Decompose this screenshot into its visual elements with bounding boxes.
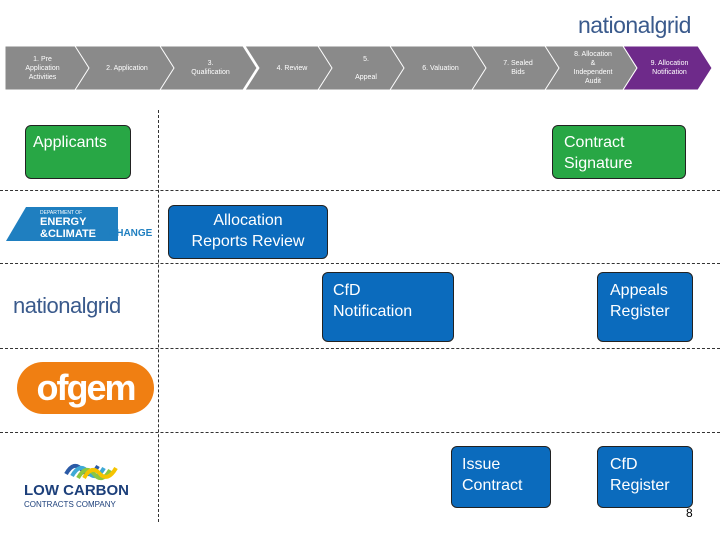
lccc-wave-icon	[64, 463, 118, 481]
allocation-reports-review-box: Allocation Reports Review	[168, 205, 328, 259]
lane-header-divider	[158, 110, 159, 522]
applicants-box: Applicants	[25, 125, 131, 179]
decc-line4: CHANGE	[109, 228, 153, 239]
process-step-label: 8. Allocation & Independent Audit	[573, 51, 613, 85]
process-step-label: 3. Qualification	[191, 60, 230, 76]
decc-logo: DEPARTMENT OF ENERGY &CLIMATE CHANGE	[6, 207, 154, 241]
process-step-chevron	[622, 45, 713, 91]
issue-contract-box: Issue Contract	[451, 446, 551, 508]
lccc-logo: LOW CARBON CONTRACTS COMPANY	[22, 452, 140, 512]
decc-line1: DEPARTMENT OF	[40, 210, 83, 216]
ofgem-logo: ofgem	[17, 362, 154, 414]
lane-divider	[0, 432, 720, 433]
lccc-line2: CONTRACTS COMPANY	[24, 500, 116, 509]
page-number: 8	[686, 506, 693, 520]
process-step-label: 6. Valuation	[422, 64, 459, 72]
process-step-label: 2. Application	[106, 64, 148, 72]
process-step-label: 9. Allocation Notification	[650, 60, 689, 76]
cfd-notification-box: CfD Notification	[322, 272, 454, 342]
national-grid-brand: nationalgrid	[578, 12, 691, 39]
lane-divider	[0, 348, 720, 349]
contract-signature-box: Contract Signature	[552, 125, 686, 179]
process-chevron-bar	[4, 45, 713, 91]
lane-divider	[0, 190, 720, 191]
national-grid-logo: nationalgrid	[13, 293, 121, 319]
lane-divider	[0, 263, 720, 264]
decc-line2: ENERGY	[40, 216, 87, 228]
national-grid-logo-text: nationalgrid	[13, 293, 121, 318]
appeals-register-box: Appeals Register	[597, 272, 693, 342]
process-step-label: 1. Pre Application Activities	[25, 55, 60, 81]
decc-line3: &CLIMATE	[40, 228, 97, 240]
process-step-chevron	[159, 45, 258, 91]
ofgem-logo-text: ofgem	[36, 367, 137, 408]
brand-text: nationalgrid	[578, 12, 691, 38]
process-step-label: 4. Review	[276, 64, 308, 72]
cfd-register-box: CfD Register	[597, 446, 693, 508]
process-step-label: 5. Appeal	[355, 55, 377, 81]
lccc-line1: LOW CARBON	[24, 482, 129, 499]
process-step-label: 7. Sealed Bids	[503, 60, 533, 76]
